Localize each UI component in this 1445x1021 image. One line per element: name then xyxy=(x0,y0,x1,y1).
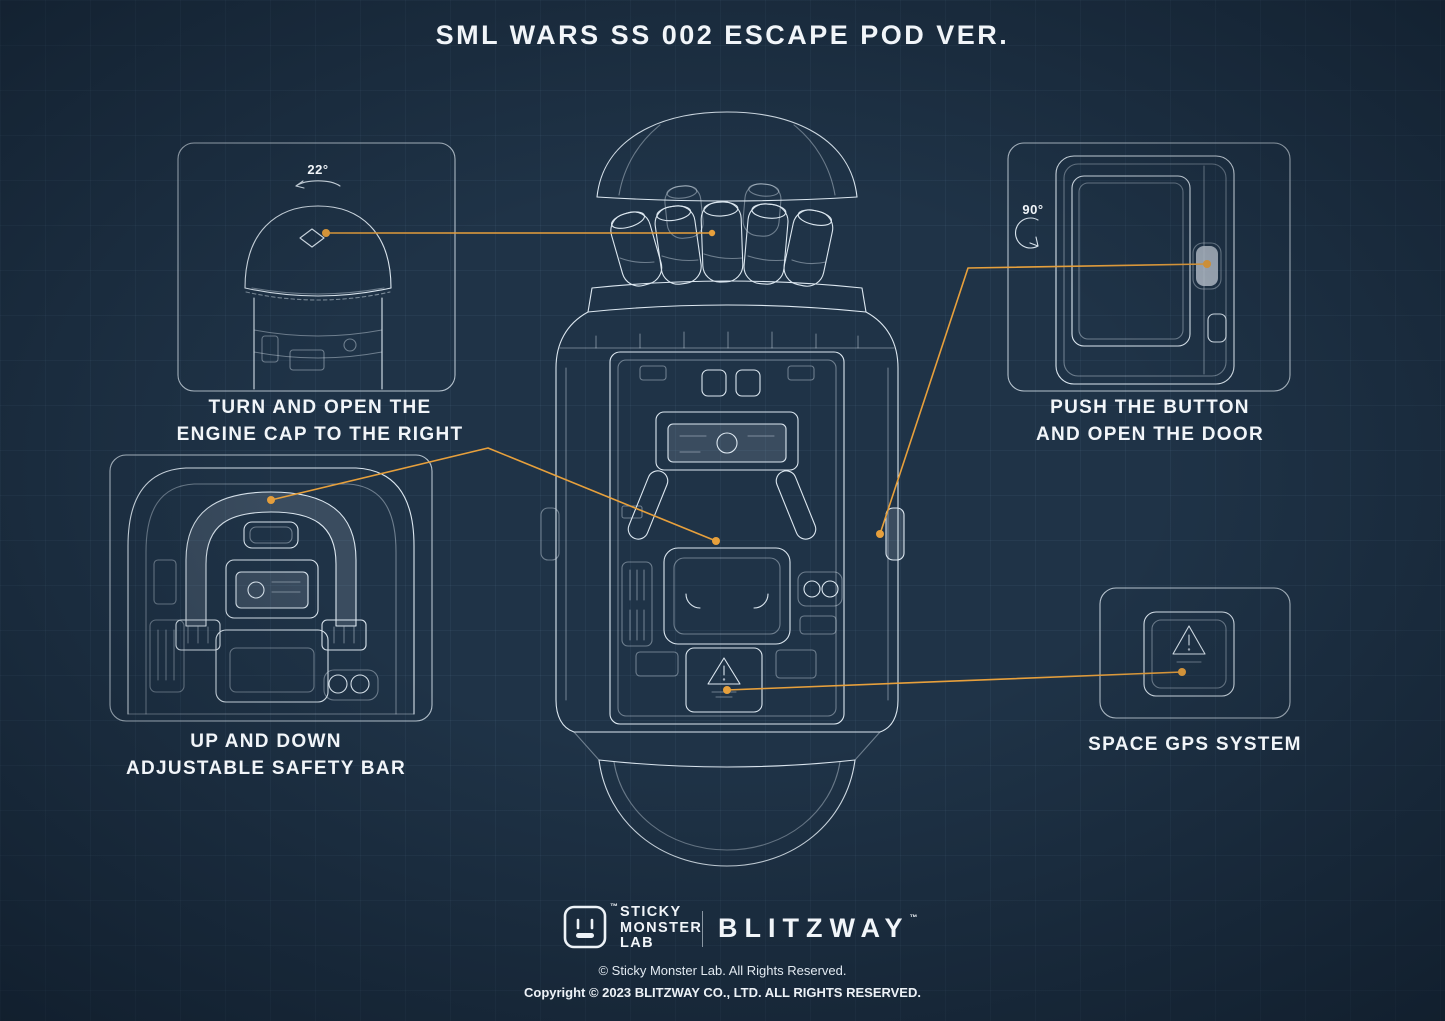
engine-cap-angle-label: 22° xyxy=(307,162,329,177)
engine-cap-caption-line1: TURN AND OPEN THE xyxy=(208,397,432,418)
gps-drawing xyxy=(1143,611,1235,697)
door-drawing xyxy=(1014,155,1235,385)
sml-wordmark-line1: STICKY xyxy=(620,904,682,920)
door-angle-label: 90° xyxy=(1022,202,1044,217)
rotation-arrow-icon xyxy=(295,180,305,189)
safety-bar-caption-line1: UP AND DOWN xyxy=(190,731,342,752)
gps-caption: SPACE GPS SYSTEM xyxy=(1088,734,1302,755)
pod-warning-hatch xyxy=(685,647,763,713)
page-title: SML WARS SS 002 ESCAPE POD VER. xyxy=(435,20,1010,50)
engine-cap-leader-dot xyxy=(322,229,330,237)
door-leader-dot xyxy=(1203,260,1211,268)
pod-console xyxy=(655,411,799,471)
pod-top-dome xyxy=(596,111,858,202)
pod-neck-ring xyxy=(587,280,867,313)
pod-interior xyxy=(609,351,845,725)
blitzway-trademark: ™ xyxy=(909,913,925,922)
sml-wordmark-line2: MONSTER xyxy=(620,919,703,936)
copyright-blitzway: Copyright © 2023 BLITZWAY CO., LTD. ALL … xyxy=(524,985,921,1000)
sticky-monster-lab-logo-icon xyxy=(563,905,607,949)
safety-bar-caption-line2: ADJUSTABLE SAFETY BAR xyxy=(126,758,406,779)
pod-left-grille xyxy=(621,561,653,647)
sml-wordmark-line3: LAB xyxy=(620,935,655,951)
engine-cap-caption-line2: ENGINE CAP TO THE RIGHT xyxy=(176,424,464,445)
gps-leader-dot xyxy=(723,686,731,694)
escape-pod-main-drawing xyxy=(540,111,905,867)
rotation-arrow-icon xyxy=(1029,236,1039,247)
door-caption: PUSH THE BUTTON AND OPEN THE DOOR xyxy=(970,394,1330,448)
door-caption-line1: PUSH THE BUTTON xyxy=(1050,397,1250,418)
safety-bar-inset xyxy=(109,454,433,722)
safety-bar-leader-dot xyxy=(267,496,275,504)
safety-bar-drawing xyxy=(127,467,415,715)
blitzway-wordmark-text: BLITZWAY xyxy=(718,913,910,943)
footer-divider xyxy=(702,911,703,947)
pod-bottom-dome xyxy=(573,731,881,867)
pod-door-button-latch xyxy=(885,507,905,561)
gps-inset xyxy=(1099,587,1291,719)
engine-cap-drawing xyxy=(244,180,392,390)
sml-trademark: ™ xyxy=(610,902,618,911)
pod-right-gauges xyxy=(797,571,843,635)
door-caption-line2: AND OPEN THE DOOR xyxy=(1036,424,1264,445)
gps-leader-line xyxy=(726,671,1183,691)
engine-cap-inset xyxy=(177,142,456,392)
pod-seat xyxy=(663,547,791,645)
blitzway-wordmark: BLITZWAY™ xyxy=(718,913,925,944)
pod-engine-thrusters xyxy=(610,183,834,287)
engine-cap-button xyxy=(299,228,325,248)
engine-cap-caption: TURN AND OPEN THE ENGINE CAP TO THE RIGH… xyxy=(140,394,500,448)
copyright-sml: © Sticky Monster Lab. All Rights Reserve… xyxy=(598,963,847,978)
sticky-monster-lab-wordmark: STICKY MONSTER LAB xyxy=(620,904,703,952)
safety-bar-caption: UP AND DOWN ADJUSTABLE SAFETY BAR xyxy=(86,728,446,782)
pod-body xyxy=(540,311,905,733)
